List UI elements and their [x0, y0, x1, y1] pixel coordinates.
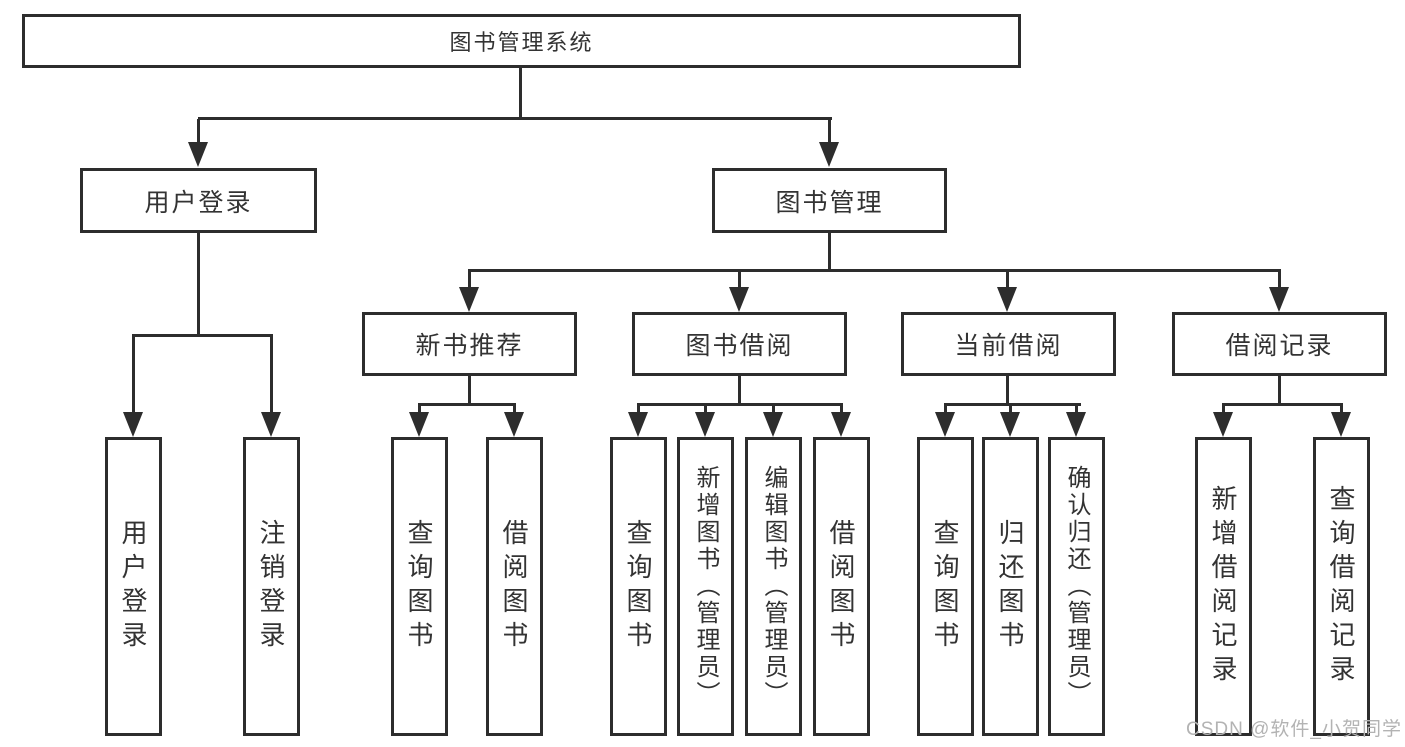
connector-stem [828, 233, 831, 271]
node-root: 图书管理系统 [22, 14, 1021, 68]
leaf-add-book-admin: 新增图书（管理员） [677, 437, 734, 736]
connector-shaft [418, 405, 421, 414]
arrowhead-down [763, 412, 783, 437]
arrowhead-down [831, 412, 851, 437]
leaf-query-books-recommend: 查询图书 [391, 437, 448, 736]
arrowhead-down [1331, 412, 1351, 437]
arrowhead-down [409, 412, 429, 437]
connector-shaft [704, 405, 707, 414]
connector-shaft [1222, 405, 1225, 414]
leaf-logout: 注销登录 [243, 437, 300, 736]
arrowhead-down [628, 412, 648, 437]
connector-shaft [637, 405, 640, 414]
node-user-login: 用户登录 [80, 168, 317, 233]
arrowhead-down [504, 412, 524, 437]
connector-stem [197, 233, 200, 336]
node-book-management: 图书管理 [712, 168, 947, 233]
connector-shaft [840, 405, 843, 414]
node-new-book-recommend: 新书推荐 [362, 312, 577, 376]
connector-stem [1006, 376, 1009, 405]
arrowhead-down [819, 142, 839, 167]
connector-split [418, 403, 516, 406]
leaf-query-borrow-record: 查询借阅记录 [1313, 437, 1370, 736]
connector-shaft [197, 119, 200, 146]
connector-shaft [828, 119, 831, 146]
arrowhead-down [729, 287, 749, 312]
connector-shaft [1075, 405, 1078, 414]
connector-shaft [1006, 271, 1009, 289]
arrowhead-down [188, 142, 208, 167]
leaf-borrow-books-borrowing: 借阅图书 [813, 437, 870, 736]
leaf-edit-book-admin: 编辑图书（管理员） [745, 437, 802, 736]
connector-shaft [513, 405, 516, 414]
leaf-query-books-current: 查询图书 [917, 437, 974, 736]
arrowhead-down [997, 287, 1017, 312]
connector-shaft [738, 271, 741, 289]
connector-split [468, 269, 1281, 272]
connector-shaft [1278, 271, 1281, 289]
arrowhead-down [1000, 412, 1020, 437]
leaf-user-login: 用户登录 [105, 437, 162, 736]
connector-shaft [468, 271, 471, 289]
connector-split [132, 334, 273, 337]
arrowhead-down [459, 287, 479, 312]
connector-split [1222, 403, 1343, 406]
node-borrowing-records: 借阅记录 [1172, 312, 1387, 376]
leaf-confirm-return-admin: 确认归还（管理员） [1048, 437, 1105, 736]
arrowhead-down [695, 412, 715, 437]
leaf-return-book: 归还图书 [982, 437, 1039, 736]
arrowhead-down [1213, 412, 1233, 437]
connector-shaft [1009, 405, 1012, 414]
arrowhead-down [1269, 287, 1289, 312]
connector-root-split [198, 117, 832, 120]
arrowhead-down [1066, 412, 1086, 437]
connector-stem [468, 376, 471, 405]
arrowhead-down [123, 412, 143, 437]
connector-stem [1278, 376, 1281, 405]
node-book-borrowing: 图书借阅 [632, 312, 847, 376]
connector-shaft [132, 336, 135, 414]
arrowhead-down [261, 412, 281, 437]
connector-split [944, 403, 1081, 406]
arrowhead-down [935, 412, 955, 437]
connector-root-stem [519, 67, 522, 119]
leaf-query-books-borrowing: 查询图书 [610, 437, 667, 736]
connector-shaft [944, 405, 947, 414]
leaf-add-borrow-record: 新增借阅记录 [1195, 437, 1252, 736]
connector-shaft [1340, 405, 1343, 414]
connector-shaft [270, 336, 273, 414]
csdn-watermark: CSDN @软件_小贺同学 [1186, 719, 1402, 740]
leaf-borrow-books-recommend: 借阅图书 [486, 437, 543, 736]
connector-shaft [772, 405, 775, 414]
node-current-borrowing: 当前借阅 [901, 312, 1116, 376]
connector-stem [738, 376, 741, 405]
connector-split [637, 403, 843, 406]
